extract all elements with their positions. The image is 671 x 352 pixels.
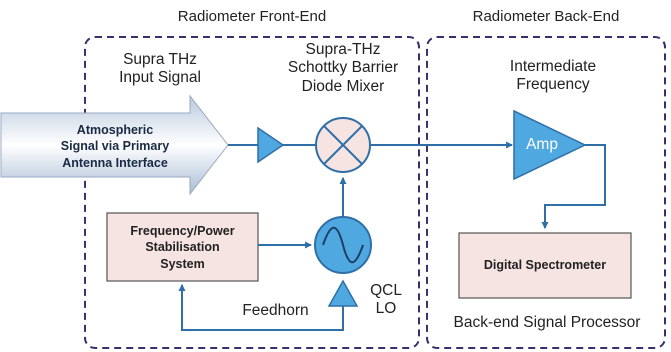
feedhorn-triangle [327,279,359,307]
atmo-label-line: Antenna Interface [62,155,168,170]
input-signal-line: Input Signal [119,69,201,87]
atmospheric-signal-arrow [0,94,229,196]
stabilisation-label-line: Frequency/Power [130,224,235,238]
if-label-line: Frequency [516,76,590,94]
if-label-line: Intermediate [509,58,597,75]
stabilisation-label-line: Stabilisation [145,240,220,255]
digital-spectrometer-box [458,232,632,299]
mixer-label-line: Schottky Barrier [287,59,399,77]
front-end-title: Radiometer Front-End [177,8,327,25]
input-signal-label: Supra THz Input Signal [95,51,225,88]
qcl-lo-label: QCL LO [366,282,406,319]
qcl-lo-line: LO [375,300,397,318]
mixer-symbol [315,117,371,173]
front-end-border [84,36,420,349]
digital-spectrometer-label: Digital Spectrometer [483,258,607,272]
intermediate-frequency-label: Intermediate Frequency [478,58,628,95]
back-end-border [426,36,666,349]
stabilisation-box [106,212,259,282]
stabilisation-label: Frequency/Power Stabilisation System [107,223,258,272]
qcl-lo-line: QCL [370,282,402,299]
input-buffer-triangle [257,126,285,164]
feedback-loop-arrow [178,283,344,331]
feedhorn-label: Feedhorn [242,302,309,319]
local-oscillator-symbol [314,216,372,274]
atmo-label-line: Signal via Primary [60,139,170,154]
mixer-label-line: Diode Mixer [301,77,385,95]
backend-processor-label: Back-end Signal Processor [453,314,641,331]
atmo-label-line: Atmospheric [76,123,154,137]
mixer-label-line: Supra-THz [305,41,381,58]
amplifier-triangle [513,109,587,181]
input-signal-line: Supra THz [123,51,197,68]
stabilisation-label-line: System [160,256,205,271]
back-end-title: Radiometer Back-End [472,8,620,25]
amp-label: Amp [526,136,558,153]
mixer-label: Supra-THz Schottky Barrier Diode Mixer [263,41,423,96]
atmospheric-signal-label: Atmospheric Signal via Primary Antenna I… [40,122,190,171]
amp-to-spectrometer-arrow [541,144,606,230]
